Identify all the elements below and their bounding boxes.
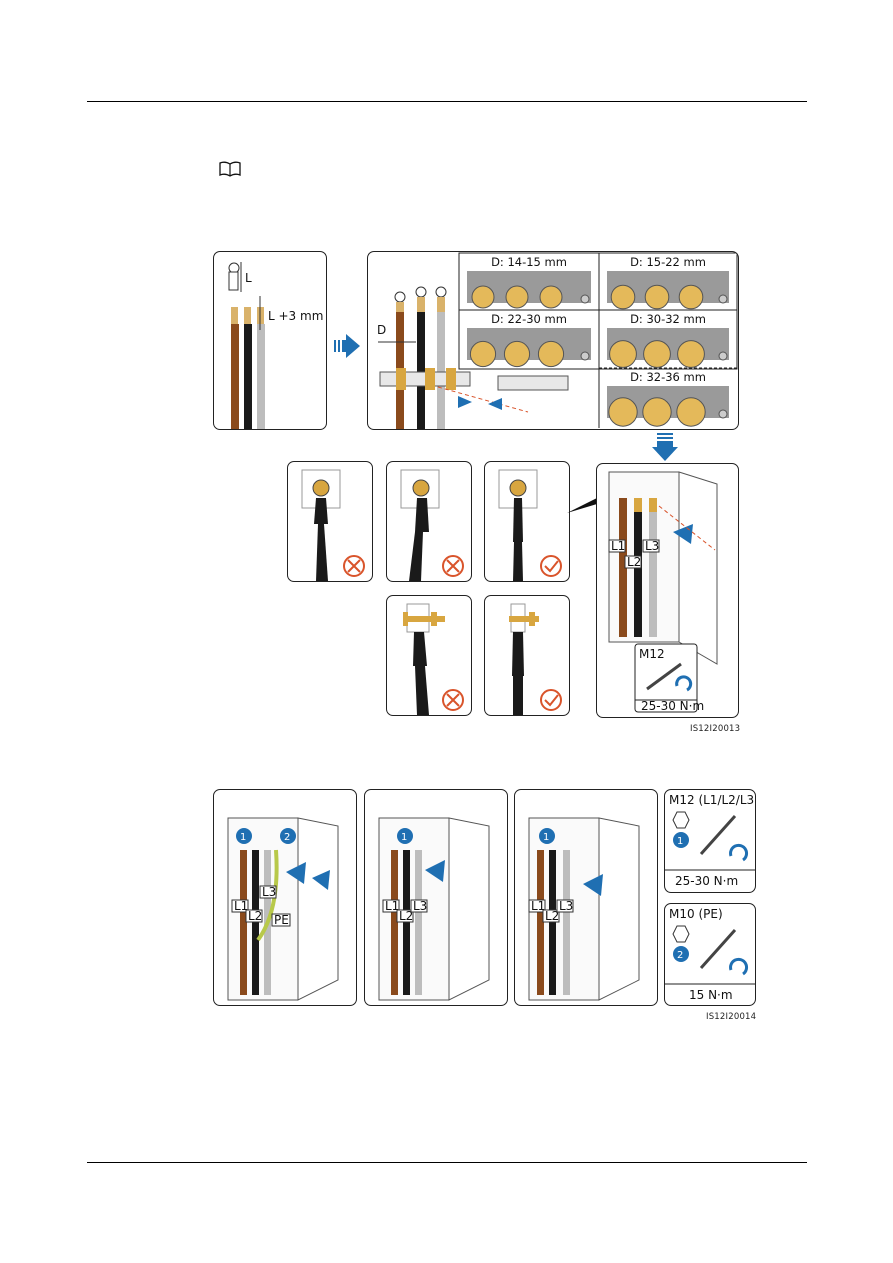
svg-text:L3: L3 [262,885,276,899]
svg-text:M10 (PE): M10 (PE) [669,907,723,921]
terminal-lug [608,397,638,427]
terminal-lug [678,284,704,310]
size-label-5: D: 32-36 mm [630,370,706,384]
svg-text:L3: L3 [559,899,573,913]
svg-text:25-30 N·m: 25-30 N·m [641,699,704,713]
lug-wrong-2 [386,461,472,582]
book-icon [219,161,241,177]
svg-text:M12: M12 [639,647,665,661]
terminal-lug [677,340,705,368]
terminal-screw-hole [580,351,590,361]
terminal-lug [644,284,670,310]
bolt-wrong [386,595,472,716]
cabinet-panel: L1 L2 L3 M12 25-30 N·m [596,463,739,718]
down-arrow-icon [652,433,678,461]
svg-text:L1: L1 [611,539,625,553]
size-label-3: D: 22-30 mm [491,312,567,326]
install-step-3: 1 L1 L2 L3 [514,789,658,1006]
figure-2-id: IS12I20014 [706,1012,757,1022]
svg-text:1: 1 [240,832,246,843]
terminal-lug [643,340,671,368]
next-step-arrow-icon [334,334,360,358]
svg-text:15 N·m: 15 N·m [689,988,733,1002]
size-label-4: D: 30-32 mm [630,312,706,326]
tool-card-m12: M12 (L1/L2/L3) 1 25-30 N·m [664,789,756,893]
size-label-2: D: 15-22 mm [630,255,706,269]
svg-text:M12 (L1/L2/L3): M12 (L1/L2/L3) [669,793,755,807]
terminal-screw-hole [580,294,590,304]
svg-text:D: D [377,323,386,337]
svg-text:2: 2 [284,832,290,843]
terminal-lug [609,340,637,368]
terminal-lug [503,340,531,368]
terminal-lug [610,284,636,310]
terminal-screw-hole [718,351,728,361]
svg-text:L2: L2 [399,909,413,923]
terminal-lug [676,397,706,427]
svg-text:L: L [245,271,252,285]
bolt-correct [484,595,570,716]
svg-text:2: 2 [677,950,683,961]
install-step-2: 1 L1 L2 L3 [364,789,508,1006]
svg-text:L2: L2 [545,909,559,923]
svg-text:L2: L2 [248,909,262,923]
svg-text:L1: L1 [234,899,248,913]
terminal-lug [537,340,565,368]
svg-text:L1: L1 [531,899,545,913]
svg-text:L3: L3 [645,539,659,553]
terminal-screw-hole [718,294,728,304]
terminal-lug [469,340,497,368]
footer-rule [87,1162,807,1163]
install-step-1: 1 2 L1 L2 L3 PE [213,789,357,1006]
svg-text:L +3 mm: L +3 mm [268,309,323,323]
strip-panel: D D: 14-15 mm D: 15-22 mm D: 22-30 mm D:… [367,251,739,430]
tool-card-m10: M10 (PE) 2 15 N·m [664,903,756,1006]
terminal-lug [471,285,495,309]
svg-text:1: 1 [401,832,407,843]
svg-text:1: 1 [543,832,549,843]
svg-text:L3: L3 [413,899,427,913]
svg-text:1: 1 [677,836,683,847]
terminal-lug [642,397,672,427]
lug-correct-1 [484,461,570,582]
svg-text:L2: L2 [627,555,641,569]
svg-text:PE: PE [274,913,289,927]
header-rule [87,101,807,102]
terminal-lug [505,285,529,309]
svg-text:L1: L1 [385,899,399,913]
figure-1-id: IS12I20013 [690,724,741,734]
terminal-lug [539,285,563,309]
size-label-1: D: 14-15 mm [491,255,567,269]
terminal-screw-hole [718,409,728,419]
lug-wrong-1 [287,461,373,582]
svg-text:25-30 N·m: 25-30 N·m [675,874,738,888]
crimp-panel: L L +3 mm [213,251,327,430]
